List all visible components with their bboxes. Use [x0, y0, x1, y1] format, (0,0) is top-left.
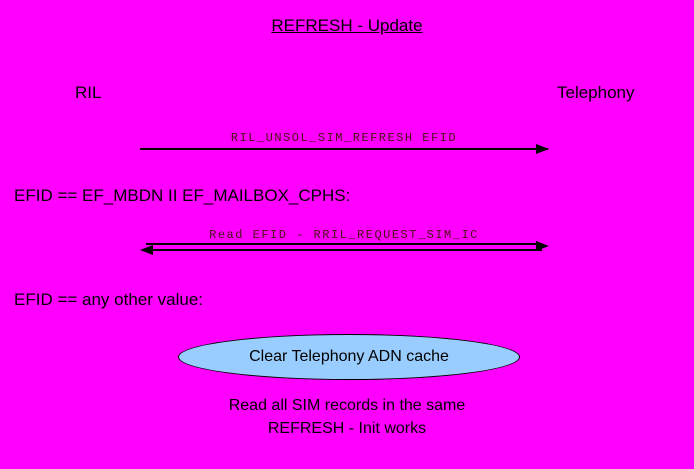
message-2-label: Read EFID - RRIL_REQUEST_SIM_IC	[209, 228, 479, 242]
message-1-line	[140, 148, 548, 150]
footer-note-line2: REFRESH - Init works	[267, 420, 427, 437]
footer-note: Read all SIM records in the same REFRESH…	[0, 394, 694, 440]
message-1-label: RIL_UNSOL_SIM_REFRESH EFID	[230, 131, 458, 145]
clear-adn-cache-ellipse: Clear Telephony ADN cache	[178, 334, 520, 380]
message-2-line-top	[146, 243, 542, 245]
arrowhead-right-icon	[536, 241, 549, 251]
ellipse-label: Clear Telephony ADN cache	[249, 348, 449, 365]
arrowhead-left-icon	[140, 245, 153, 255]
diagram-title: REFRESH - Update	[271, 16, 423, 35]
actor-telephony: Telephony	[557, 83, 635, 102]
condition-any-other-value: EFID == any other value:	[14, 290, 203, 309]
message-2-line-bottom	[146, 249, 542, 251]
footer-note-line1: Read all SIM records in the same	[228, 397, 466, 414]
actor-ril: RIL	[75, 83, 102, 102]
arrowhead-right-icon	[536, 144, 549, 154]
condition-mbdn-mailbox: EFID == EF_MBDN II EF_MAILBOX_CPHS:	[14, 186, 351, 205]
